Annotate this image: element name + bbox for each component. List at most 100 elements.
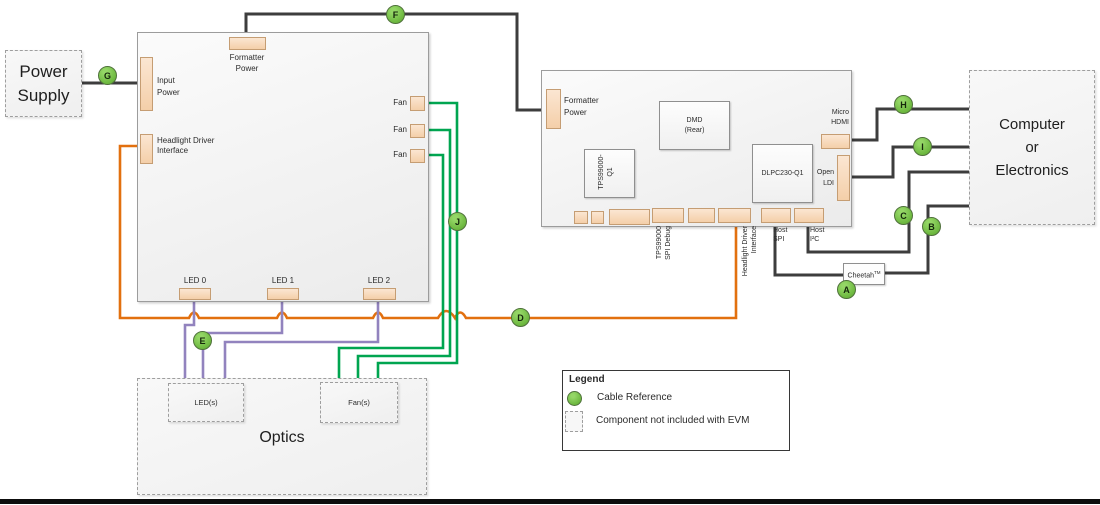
- fan3-connector: [410, 149, 425, 163]
- legend-title: Legend: [569, 374, 605, 385]
- cable-a-host-spi-cheetah: [773, 221, 844, 277]
- power-supply-line1: Power: [19, 61, 68, 81]
- computer-box: Computer or Electronics: [969, 70, 1095, 225]
- cable-e-led0: [183, 299, 196, 384]
- hdi-right-line1: Headlight Driver: [742, 226, 749, 277]
- bottom-connector-3: [609, 209, 650, 225]
- host-i2c-line1: Host: [810, 227, 825, 234]
- cable-j-fan2: [356, 128, 452, 383]
- dlpc230-chip: DLPC230-Q1: [752, 144, 813, 203]
- micro-hdmi-line2: HDMI: [831, 119, 849, 126]
- optics-led-box: LED(s): [168, 383, 244, 422]
- host-spi-label: Host SPI: [773, 226, 787, 244]
- cheetah-adapter-box: CheetahTM: [843, 263, 885, 285]
- input-power-line2: Power: [157, 88, 180, 97]
- cable-h-micro-hdmi: [848, 107, 970, 142]
- cable-e-led2: [223, 299, 380, 384]
- tps99000-spi-debug-connector: [652, 208, 684, 223]
- fan3-label: Fan: [393, 150, 407, 159]
- headlight-driver-interface-connector-right: [718, 208, 751, 223]
- power-supply-label: Power Supply: [6, 51, 81, 116]
- led0-label: LED 0: [183, 276, 207, 285]
- badge-b: B: [922, 217, 941, 236]
- power-supply-line2: Supply: [17, 85, 70, 105]
- cable-f-formatter-power: [244, 12, 545, 112]
- host-i2c-connector: [794, 208, 824, 223]
- tps-chip-line1: TPS99000-: [598, 154, 605, 190]
- badge-h: H: [894, 95, 913, 114]
- cable-b-cheetah-computer: [882, 204, 970, 275]
- dlpc-label: DLPC230-Q1: [761, 169, 804, 177]
- optics-title: Optics: [259, 429, 305, 446]
- open-ldi-line1: Open: [816, 169, 834, 176]
- headlight-driver-board: Formatter Power Input Power Headlight Dr…: [137, 32, 429, 302]
- badge-e: E: [193, 331, 212, 350]
- led2-label: LED 2: [367, 276, 391, 285]
- input-power-label: Input Power: [157, 75, 180, 99]
- cheetah-label: CheetahTM: [848, 268, 881, 281]
- fan1-label: Fan: [393, 98, 407, 107]
- fan2-connector: [410, 124, 425, 138]
- computer-line1: Computer: [999, 116, 1065, 133]
- hdi-right-line2: Interface: [751, 226, 758, 254]
- host-spi-connector: [761, 208, 791, 223]
- led1-label: LED 1: [271, 276, 295, 285]
- host-spi-line1: Host: [773, 227, 788, 234]
- badge-c: C: [894, 206, 913, 225]
- computer-line2: or: [1025, 139, 1039, 156]
- host-i2c-line2: I²C: [810, 236, 820, 243]
- bottom-connector-2: [591, 211, 604, 224]
- bottom-connector-5: [688, 208, 715, 223]
- power-supply-box: Power Supply: [5, 50, 82, 117]
- micro-hdmi-label: Micro HDMI: [819, 108, 849, 128]
- led2-connector: [363, 288, 396, 300]
- headlight-driver-interface-connector-left: [140, 134, 153, 164]
- bottom-rule: [0, 499, 1100, 504]
- formatter-power-connector-right: [546, 89, 561, 129]
- open-ldi-connector: [837, 155, 850, 201]
- badge-f: F: [386, 5, 405, 24]
- headlight-driver-interface-label-left: Headlight Driver Interface: [157, 136, 227, 156]
- spi-debug-line1: TPS99000: [656, 226, 663, 260]
- hdi-left-line1: Headlight Driver: [157, 136, 215, 145]
- open-ldi-label: Open LDI: [806, 167, 834, 189]
- hdi-left-line2: Interface: [157, 146, 189, 155]
- spi-debug-line2: SPI Debug: [665, 226, 672, 260]
- formatter-power-line1: Formatter: [229, 53, 265, 62]
- cheetah-name: Cheetah: [847, 271, 874, 279]
- dmd-line2: (Rear): [684, 126, 705, 134]
- optics-fan-box: Fan(s): [320, 382, 398, 423]
- formatter-power-r-line1: Formatter: [564, 96, 599, 105]
- open-ldi-line2: LDI: [823, 180, 834, 187]
- headlight-driver-interface-label-right: Headlight Driver Interface: [741, 226, 759, 288]
- badge-i: I: [913, 137, 932, 156]
- computer-label: Computer or Electronics: [970, 71, 1094, 224]
- tps99000-spi-debug-label: TPS99000 SPI Debug: [655, 226, 673, 266]
- badge-j: J: [448, 212, 467, 231]
- micro-hdmi-connector: [821, 134, 850, 149]
- dmd-line1: DMD: [686, 117, 703, 124]
- bottom-connector-1: [574, 211, 588, 224]
- led0-connector: [179, 288, 211, 300]
- micro-hdmi-line1: Micro: [831, 109, 849, 116]
- computer-line3: Electronics: [995, 162, 1069, 179]
- badge-g: G: [98, 66, 117, 85]
- fan2-label: Fan: [393, 125, 407, 134]
- formatter-power-connector-left: [229, 37, 266, 50]
- controller-board: Formatter Power DMD (Rear) TPS99000- Q1 …: [541, 70, 852, 227]
- cable-j-fan1: [376, 101, 459, 383]
- tps-chip-line2: Q1: [607, 167, 614, 177]
- host-i2c-label: Host I²C: [810, 226, 824, 244]
- led1-connector: [267, 288, 299, 300]
- cable-c-host-i2c: [806, 170, 970, 254]
- cable-j-fan3: [337, 153, 445, 383]
- legend-box: Legend Cable Reference Component not inc…: [562, 370, 790, 451]
- optics-led-label: LED(s): [194, 398, 218, 407]
- dmd-chip: DMD (Rear): [659, 101, 730, 150]
- badge-a: A: [837, 280, 856, 299]
- tps99000-chip: [584, 149, 635, 198]
- formatter-power-r-line2: Power: [564, 108, 587, 117]
- cheetah-tm: TM: [873, 269, 881, 275]
